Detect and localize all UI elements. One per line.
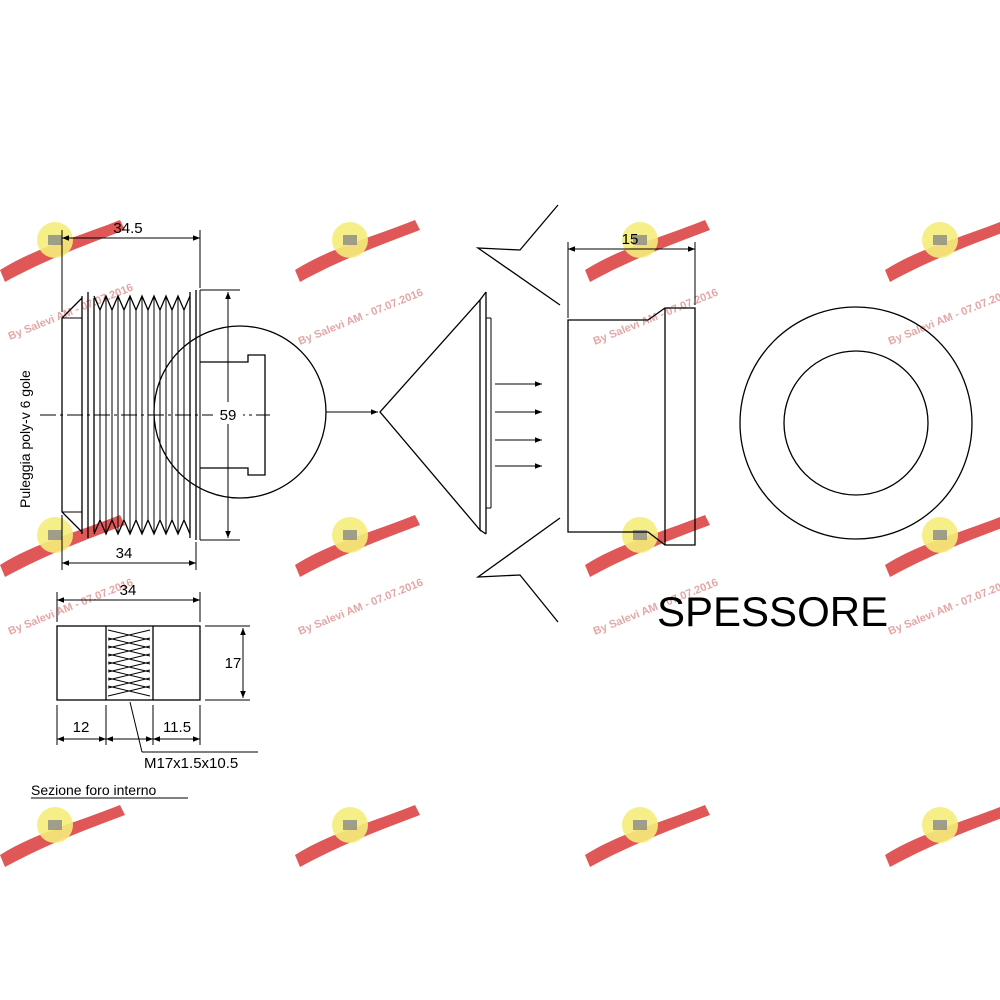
thickness-label: SPESSORE [657, 588, 888, 635]
watermark-text: By Salevi AM - 07.07.2016 [7, 577, 135, 638]
left-offset-label: 12 [73, 719, 90, 736]
diameter-label: 59 [220, 407, 237, 424]
diameter-dimension: 59 [200, 289, 243, 541]
watermark-text: By Salevi AM - 07.07.2016 [592, 287, 720, 348]
total-length-dimension: 34.5 [61, 220, 201, 312]
total-length-label: 34.5 [113, 220, 142, 237]
watermark-text: By Salevi AM - 07.07.2016 [887, 577, 1000, 638]
thickness-dimension-label: 15 [622, 231, 639, 248]
ring-front-view [739, 306, 973, 540]
pulley-description: Puleggia poly-v 6 gole [17, 370, 33, 508]
section-height-label: 17 [225, 655, 242, 672]
bore-section-view: 34 17 12 11.5 M17x1.5x10.5 [56, 582, 258, 772]
section-title: Sezione foro interno [31, 782, 157, 798]
body-length-dimension: 34 [61, 515, 197, 570]
watermark-text: By Salevi AM - 07.07.2016 [7, 282, 135, 343]
pulley-side-view [40, 290, 270, 540]
cone-detail [379, 204, 561, 623]
watermark-text: By Salevi AM - 07.07.2016 [297, 577, 425, 638]
watermark-text: By Salevi AM - 07.07.2016 [297, 287, 425, 348]
body-length-label: 34 [116, 545, 133, 562]
thread-spec-label: M17x1.5x10.5 [144, 755, 238, 772]
right-offset-label: 11.5 [163, 719, 191, 736]
thickness-piece: 15 [567, 231, 696, 546]
section-length-label: 34 [120, 582, 137, 599]
